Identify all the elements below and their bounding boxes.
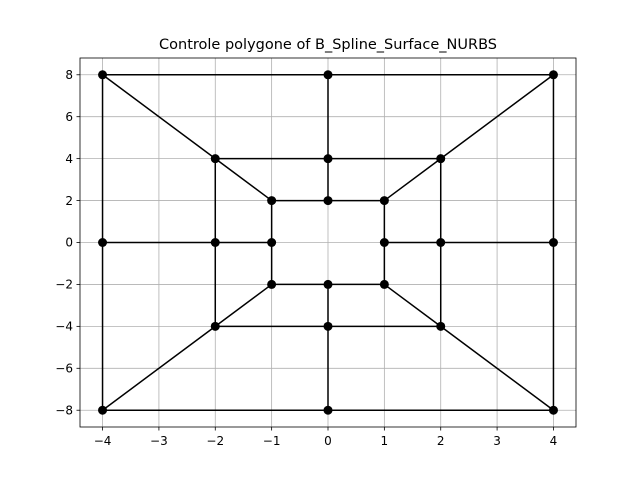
- control-point: [210, 154, 220, 164]
- control-point: [379, 279, 389, 289]
- y-tick-label: 4: [65, 152, 73, 166]
- control-point: [436, 321, 446, 331]
- control-point: [98, 238, 108, 247]
- y-tick-label: −6: [55, 361, 73, 375]
- y-tick-label: 0: [65, 236, 73, 250]
- x-tick-label: 4: [550, 434, 558, 448]
- control-point: [436, 238, 446, 247]
- control-point: [548, 238, 558, 247]
- x-tick-label: 1: [381, 434, 389, 448]
- control-point: [323, 279, 333, 289]
- control-point: [98, 70, 108, 80]
- x-tick-label: 2: [437, 434, 445, 448]
- control-point: [323, 196, 333, 206]
- x-tick-label: −1: [263, 434, 281, 448]
- control-point: [323, 154, 333, 164]
- x-tick-label: 3: [493, 434, 501, 448]
- control-point: [267, 196, 277, 206]
- y-tick-label: −4: [55, 320, 73, 334]
- x-axis: −4 −3 −2 −1 0 1 2 3 4: [94, 427, 558, 448]
- control-point: [548, 405, 558, 415]
- control-point: [267, 279, 277, 289]
- x-tick-label: 0: [324, 434, 332, 448]
- control-point: [548, 70, 558, 80]
- chart-title: Controle polygone of B_Spline_Surface_NU…: [159, 37, 497, 53]
- y-tick-label: 2: [65, 194, 73, 208]
- control-point: [323, 321, 333, 331]
- marker-group: [98, 70, 558, 415]
- control-point: [379, 238, 389, 247]
- control-point: [323, 70, 333, 80]
- y-tick-label: −8: [55, 403, 73, 417]
- y-tick-label: 8: [65, 68, 73, 82]
- control-point: [436, 154, 446, 164]
- control-point: [98, 405, 108, 415]
- y-tick-label: −2: [55, 278, 73, 292]
- x-tick-label: −2: [206, 434, 224, 448]
- control-point: [210, 238, 220, 247]
- x-tick-label: −3: [150, 434, 168, 448]
- control-point: [323, 405, 333, 415]
- control-point: [379, 196, 389, 206]
- y-tick-label: 6: [65, 110, 73, 124]
- y-axis: −8 −6 −4 −2 0 2 4 6 8: [55, 68, 80, 417]
- control-point: [210, 321, 220, 331]
- x-tick-label: −4: [94, 434, 112, 448]
- plot-area: −4 −3 −2 −1 0 1 2 3 4 −8 −6 −4 −2 0 2 4 6 8: [55, 57, 577, 448]
- control-point: [267, 238, 277, 247]
